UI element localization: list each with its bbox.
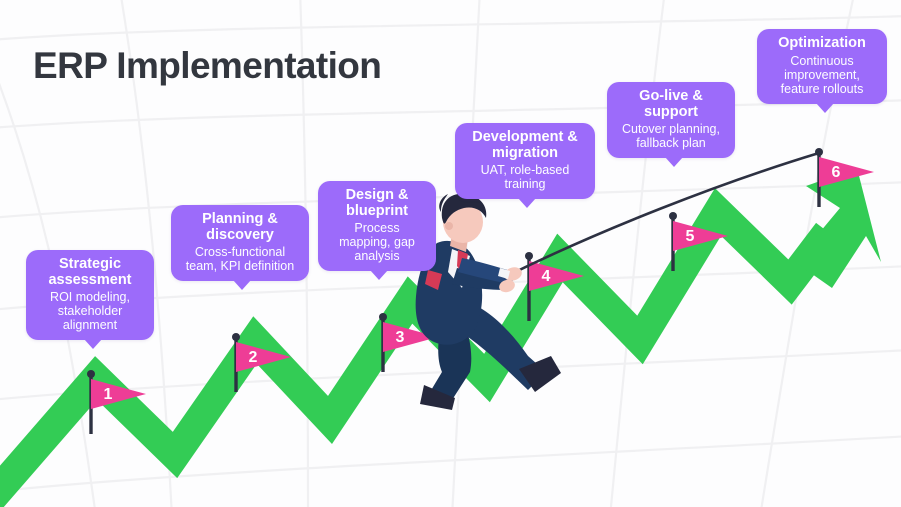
step-detail-5: Cutover planning, fallback plan <box>622 122 720 151</box>
step-callout-5[interactable]: Go-live & support Cutover planning, fall… <box>607 82 735 168</box>
step-title-5: Go-live & support <box>639 88 703 120</box>
step-detail-2: Cross-functional team, KPI definition <box>185 245 295 274</box>
step-detail-1: ROI modeling, stakeholder alignment <box>50 290 130 333</box>
step-detail-3: Process mapping, gap analysis <box>339 221 415 264</box>
step-detail-6: Continuous improvement, feature rollouts <box>780 53 864 96</box>
callout-tail-2 <box>233 280 251 291</box>
step-callout-6[interactable]: Optimization Continuous improvement, fea… <box>757 29 887 113</box>
climber-figure <box>415 193 561 410</box>
step-detail-4: UAT, role-based training <box>480 163 570 192</box>
callout-tail-6 <box>816 102 834 113</box>
step-title-4: Development & migration <box>472 129 578 161</box>
step-callout-1[interactable]: Strategic assessment ROI modeling, stake… <box>26 250 154 350</box>
callout-tail-5 <box>665 157 683 168</box>
step-callout-2[interactable]: Planning & discovery Cross-functional te… <box>171 205 309 291</box>
step-title-2: Planning & discovery <box>202 211 278 243</box>
callout-tail-1 <box>84 339 102 350</box>
step-title-3: Design & blueprint <box>345 187 409 219</box>
step-title-1: Strategic assessment <box>48 256 132 288</box>
step-callout-3[interactable]: Design & blueprint Process mapping, gap … <box>318 181 436 281</box>
callout-tail-3 <box>370 270 388 281</box>
step-callout-4[interactable]: Development & migration UAT, role-based … <box>455 123 595 209</box>
step-title-6: Optimization <box>778 35 866 51</box>
page-title: ERP Implementation <box>33 45 382 86</box>
callout-tail-4 <box>518 198 536 209</box>
